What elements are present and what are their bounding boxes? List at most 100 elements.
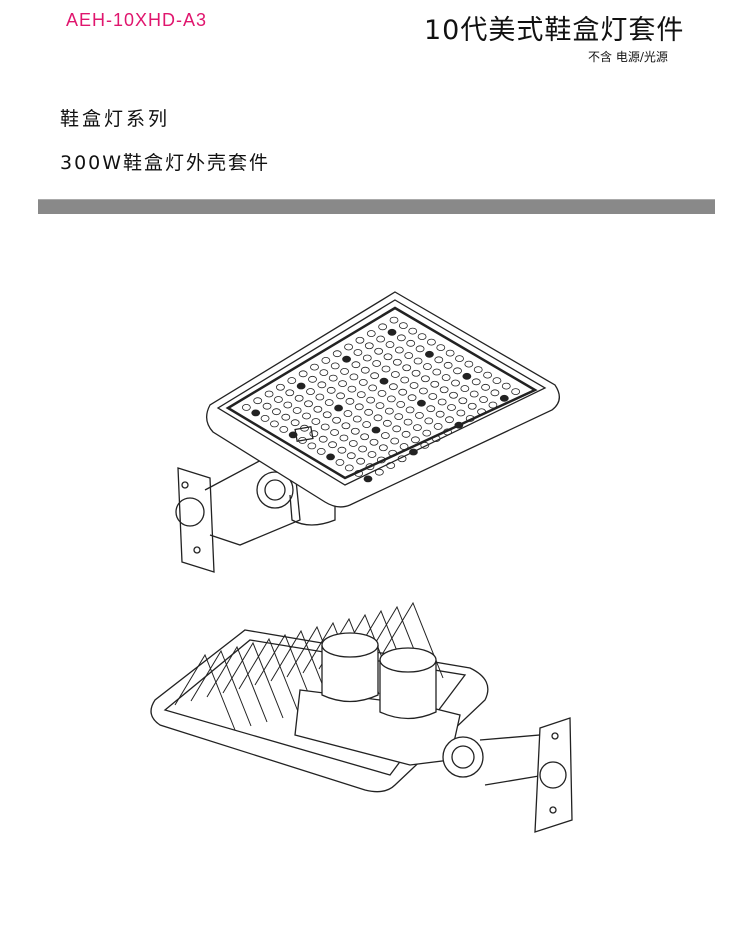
led-icon	[328, 441, 337, 449]
led-icon	[445, 416, 454, 424]
led-icon	[362, 354, 372, 362]
led-icon	[430, 380, 440, 388]
led-icon	[441, 374, 451, 381]
heat-fin	[270, 629, 332, 707]
led-icon	[402, 364, 412, 372]
led-icon	[389, 316, 399, 324]
led-icon	[366, 396, 376, 404]
led-icon	[351, 361, 361, 369]
led-icon	[411, 436, 420, 444]
led-icon	[404, 352, 414, 359]
led-icon	[328, 374, 338, 382]
led-icon	[443, 361, 453, 369]
led-icon	[409, 382, 419, 389]
led-icon	[394, 413, 404, 421]
led-icon	[365, 463, 375, 471]
heat-fin	[238, 637, 300, 715]
led-icon	[360, 366, 370, 374]
led-icon	[483, 371, 492, 379]
led-icon	[428, 393, 438, 400]
led-icon	[481, 383, 490, 391]
led-icon	[467, 402, 477, 410]
led-icon	[355, 336, 365, 344]
led-icon	[346, 452, 356, 460]
led-icon	[358, 378, 368, 386]
led-icon	[367, 451, 377, 458]
led-icon	[338, 380, 347, 388]
led-icon	[310, 363, 319, 371]
led-icon	[281, 413, 291, 421]
led-icon	[366, 330, 376, 337]
led-icon	[322, 411, 332, 419]
led-icon	[447, 404, 456, 411]
heat-fin	[382, 601, 444, 679]
led-icon	[358, 445, 368, 453]
led-icon	[488, 401, 498, 409]
led-icon	[341, 422, 351, 430]
led-icon	[380, 432, 390, 439]
led-icon	[445, 349, 455, 357]
led-icon	[462, 372, 472, 380]
led-icon	[501, 382, 511, 390]
led-icon	[378, 323, 388, 331]
led-icon	[253, 397, 263, 405]
led-icon	[424, 417, 434, 425]
led-icon	[321, 356, 331, 364]
led-icon	[406, 339, 416, 347]
led-icon	[344, 464, 354, 472]
led-icon	[373, 414, 383, 422]
led-icon	[326, 453, 335, 461]
led-icon	[443, 428, 452, 436]
led-icon	[334, 404, 343, 412]
led-icon	[460, 385, 470, 392]
led-icon	[298, 370, 308, 378]
led-icon	[387, 328, 397, 336]
led-icon	[453, 367, 462, 375]
led-icon	[313, 405, 323, 413]
led-icon	[354, 469, 364, 477]
led-icon	[386, 395, 396, 403]
led-icon	[308, 375, 317, 383]
led-icon	[413, 357, 423, 365]
led-icon	[417, 333, 427, 341]
led-icon	[342, 355, 351, 363]
page-title: 10代美式鞋盒灯套件	[424, 15, 685, 46]
led-icon	[511, 388, 521, 396]
led-icon	[409, 448, 418, 456]
led-icon	[309, 430, 319, 438]
model-code: AEH-10XHD-A3	[66, 10, 208, 30]
led-icon	[415, 345, 425, 353]
led-icon	[388, 449, 398, 457]
led-icon	[388, 383, 398, 391]
led-icon	[276, 383, 285, 391]
led-icon	[279, 425, 289, 433]
led-icon	[251, 409, 261, 417]
led-icon	[401, 430, 411, 438]
led-icon	[456, 409, 466, 417]
led-icon	[360, 433, 370, 441]
led-icon	[311, 418, 321, 425]
led-icon	[300, 424, 309, 432]
led-icon	[376, 335, 386, 343]
led-icon	[376, 456, 386, 464]
led-icon	[398, 388, 408, 396]
led-icon	[454, 421, 464, 429]
led-icon	[262, 402, 272, 410]
led-icon	[260, 414, 270, 422]
led-icon	[413, 424, 422, 432]
series-label: 鞋盒灯系列	[60, 108, 171, 130]
led-icon	[499, 394, 509, 402]
led-icon	[337, 446, 347, 454]
led-icon	[397, 455, 407, 463]
led-icon	[455, 355, 464, 363]
led-icon	[423, 363, 432, 370]
led-icon	[302, 412, 311, 420]
led-icon	[408, 327, 418, 335]
led-icon	[383, 353, 393, 361]
led-icon	[400, 376, 410, 384]
led-icon	[364, 342, 374, 350]
led-icon	[433, 422, 443, 430]
led-icon	[382, 419, 392, 427]
heat-fin	[206, 645, 268, 723]
led-icon	[394, 346, 404, 354]
